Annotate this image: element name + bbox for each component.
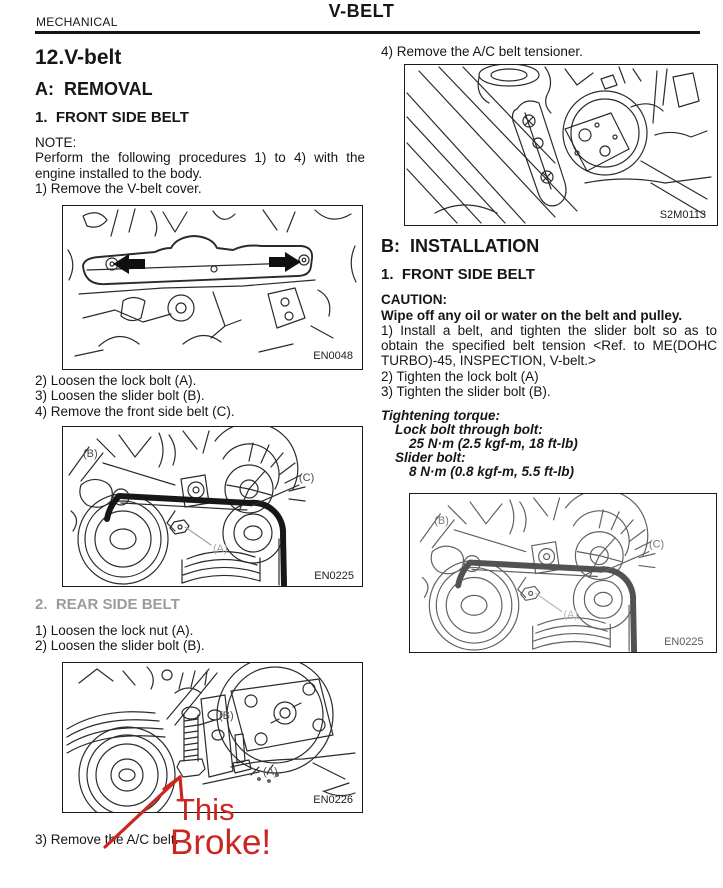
right-column: 4) Remove the A/C belt tensioner. — [381, 44, 718, 654]
rear-belt-diagram: (B) (A) EN0226 — [66, 662, 356, 812]
step-tighten-lock-bolt: 2) Tighten the lock bolt (A) — [381, 368, 539, 384]
torque-spec-block: Tightening torque: Lock bolt through bol… — [381, 409, 717, 479]
figure-code-label: EN0048 — [313, 350, 353, 362]
figure-code-label: S2M0113 — [660, 209, 706, 221]
note-label: NOTE: — [35, 135, 77, 150]
rear-side-belt-heading: 2. REAR SIDE BELT — [35, 596, 180, 614]
step-loosen-lock-nut: 1) Loosen the lock nut (A). — [35, 623, 194, 639]
torque-item-value: 8 N·m (0.8 kgf-m, 5.5 ft-lb) — [409, 464, 575, 480]
front-belt-diagram — [63, 427, 362, 586]
caution-text: Wipe off any oil or water on the belt an… — [381, 307, 683, 323]
removal-heading: A: REMOVAL — [35, 79, 153, 99]
tensioner-diagram: S2M0113 — [406, 65, 712, 224]
section-category: MECHANICAL — [36, 15, 118, 29]
step-remove-ac-belt: 3) Remove the A/C belt. — [35, 831, 179, 847]
chapter-title: 12.V-belt — [35, 46, 122, 69]
step-install-belt: 1) Install a belt, and tighten the slide… — [381, 322, 717, 369]
step-remove-tensioner: 4) Remove the A/C belt tensioner. — [381, 44, 583, 59]
installation-heading: B: INSTALLATION — [381, 236, 540, 257]
step-loosen-lock-bolt: 2) Loosen the lock bolt (A). — [35, 373, 197, 389]
figure-en0225-install — [409, 493, 717, 654]
torque-item-value: 25 N·m (2.5 kgf-m, 18 ft-lb) — [409, 436, 578, 452]
left-column: 12.V-belt A: REMOVAL 1. FRONT SIDE BELT … — [35, 44, 365, 847]
figure-en0225 — [62, 426, 363, 588]
header-rule — [35, 31, 700, 34]
torque-item-name: Slider bolt: — [395, 450, 466, 466]
torque-title: Tightening torque: — [381, 408, 500, 424]
arrow-right-icon — [269, 252, 301, 273]
figure-en0048: EN0048 — [62, 205, 363, 371]
step-tighten-slider-bolt: 3) Tighten the slider bolt (B). — [381, 384, 551, 400]
vbelt-cover-diagram: EN0048 — [67, 208, 357, 362]
front-belt-diagram-installation — [410, 494, 716, 652]
caution-label: CAUTION: — [381, 292, 447, 308]
torque-item-name: Lock bolt through bolt: — [395, 422, 543, 438]
figure-s2m0113: S2M0113 — [404, 64, 718, 227]
step-loosen-slider-bolt: 3) Loosen the slider bolt (B). — [35, 388, 205, 404]
figure-code-label: EN0226 — [313, 794, 353, 806]
page-title: V-BELT — [328, 1, 395, 21]
step-loosen-slider-bolt-rear: 2) Loosen the slider bolt (B). — [35, 638, 205, 654]
step-remove-cover: 1) Remove the V-belt cover. — [35, 180, 202, 196]
front-side-belt-heading-install: 1. FRONT SIDE BELT — [381, 266, 535, 284]
figure-part-label-b: (B) — [219, 710, 234, 722]
figure-en0226: (B) (A) EN0226 — [62, 661, 363, 813]
step-remove-front-belt: 4) Remove the front side belt (C). — [35, 403, 235, 419]
note-text: Perform the following procedures 1) to 4… — [35, 150, 365, 181]
figure-part-label-a: (A) — [263, 766, 278, 778]
arrow-left-icon — [113, 254, 145, 275]
front-side-belt-heading: 1. FRONT SIDE BELT — [35, 109, 189, 126]
